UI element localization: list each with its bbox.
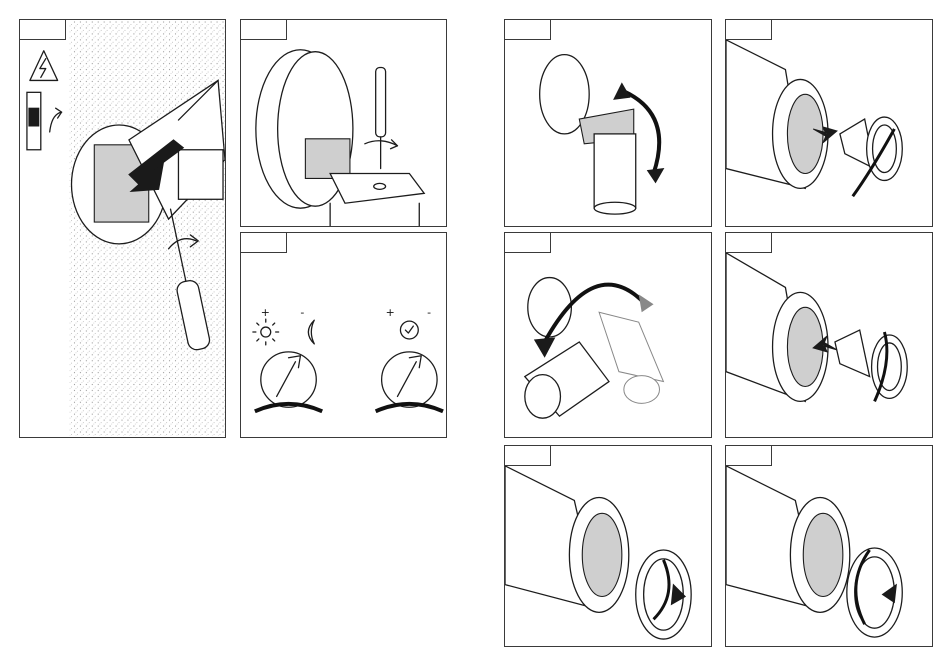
timer-dial-minus: - (427, 306, 431, 319)
lamp-head-upper-ghost (599, 312, 663, 403)
fixture-body (726, 253, 828, 402)
light-dial-minus: - (300, 306, 304, 319)
panel-insert-lamp-illustration (726, 233, 932, 437)
fixture-body (726, 40, 828, 189)
panel-set-dials-illustration: + - + - (241, 233, 446, 437)
sun-icon (253, 319, 279, 345)
panel-tilt-head-illustration (505, 20, 711, 226)
timer-dial (376, 352, 443, 411)
panel-number-tab (241, 233, 287, 253)
panel-unscrew-ring-illustration (505, 446, 711, 646)
panel-number-tab (241, 20, 287, 40)
panel-number-tab (20, 20, 66, 40)
panel-rotate-head (504, 232, 712, 438)
light-dial-plus: + (261, 306, 270, 319)
panel-number-tab (505, 446, 551, 466)
bulb (835, 330, 907, 398)
panel-set-dials: + - + - (240, 232, 447, 438)
electric-warning-icon (30, 51, 58, 81)
panel-number-tab (726, 20, 772, 40)
panel-remove-lamp-illustration (726, 20, 932, 226)
panel-remove-lamp (725, 19, 933, 227)
panel-screw-ring (725, 445, 933, 647)
clock-icon (400, 321, 418, 339)
timer-dial-plus: + (386, 306, 395, 319)
panel-power-off-illustration (20, 20, 225, 437)
lamp-head-lower (525, 278, 609, 419)
panel-power-off (19, 19, 226, 438)
panel-screw-bracket (240, 19, 447, 227)
panel-rotate-head-illustration (505, 233, 711, 437)
panel-screw-bracket-illustration (241, 20, 446, 226)
panel-number-tab (505, 233, 551, 253)
light-sensitivity-dial (255, 352, 322, 411)
panel-tilt-head (504, 19, 712, 227)
screwdriver-icon (365, 68, 398, 169)
circuit-breaker-icon (27, 92, 62, 149)
fixture-body (505, 466, 629, 613)
panel-number-tab (726, 233, 772, 253)
panel-number-tab (505, 20, 551, 40)
panel-insert-lamp (725, 232, 933, 438)
fixture-body (726, 466, 850, 613)
panel-number-tab (726, 446, 772, 466)
lamp-head (540, 55, 636, 214)
moon-icon (308, 320, 314, 344)
panel-screw-ring-illustration (726, 446, 932, 646)
panel-unscrew-ring (504, 445, 712, 647)
